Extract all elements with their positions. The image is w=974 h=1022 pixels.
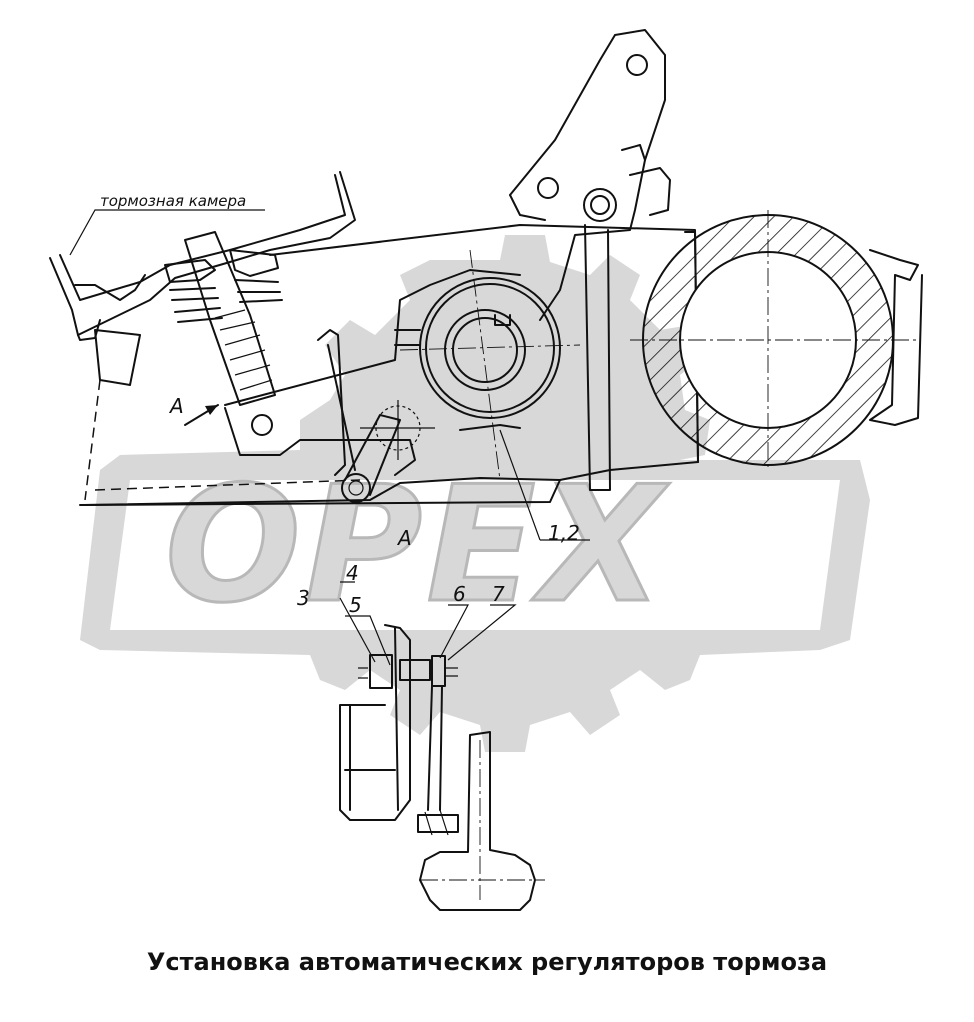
camshaft-tube [630, 210, 923, 470]
control-link [317, 329, 435, 503]
watermark-text: OPEX [165, 451, 670, 638]
label-pos-6: 6 [453, 582, 466, 606]
view-arrow [184, 404, 219, 426]
label-pos-5: 5 [349, 593, 362, 617]
brake-chamber [49, 171, 356, 406]
callout-leaders [69, 209, 590, 666]
label-pos-1-2: 1,2 [548, 521, 580, 545]
label-pos-4: 4 [346, 561, 359, 585]
label-brake-chamber: тормозная камера [100, 192, 246, 210]
slack-adjuster [224, 29, 671, 491]
watermark-inner [110, 480, 840, 630]
view-a-detail [339, 624, 545, 911]
label-pos-3: 3 [297, 586, 310, 610]
label-view-arrow: A [168, 394, 184, 418]
label-pos-7: 7 [492, 582, 505, 606]
label-view-title: A [396, 526, 412, 550]
figure-caption: Установка автоматических регуляторов тор… [146, 948, 828, 976]
